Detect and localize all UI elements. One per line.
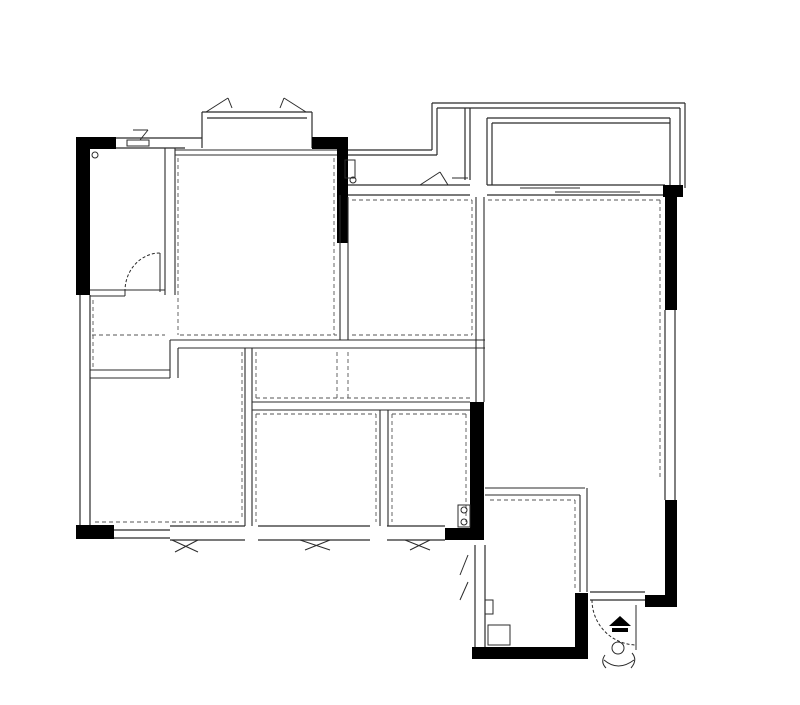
entry-arrow-icon	[609, 616, 631, 632]
door-swing-icon	[171, 539, 431, 553]
door-swing-icon	[205, 97, 307, 113]
socket-icon	[91, 151, 468, 526]
door-swing-icon	[419, 171, 468, 186]
door-swing-icon	[591, 599, 637, 650]
dashed-lines	[92, 158, 661, 590]
door-swings	[124, 97, 640, 650]
sliding-door	[520, 187, 640, 193]
door-swing-icon	[124, 252, 161, 296]
door-swing-icon	[459, 554, 469, 601]
person-icon	[602, 641, 636, 669]
interior-walls	[90, 148, 588, 592]
fixtures	[91, 151, 511, 646]
solid-walls	[76, 137, 683, 659]
door-swing-icon	[126, 129, 150, 147]
outer-walls	[79, 102, 686, 650]
